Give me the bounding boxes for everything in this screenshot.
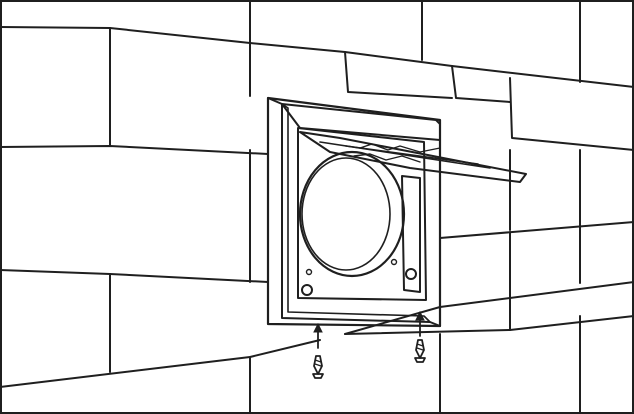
screw-assembly-left <box>312 322 324 379</box>
flap-slat <box>345 145 479 165</box>
screw-hole-left <box>301 284 313 296</box>
vent-frame-inner-edge <box>281 103 431 323</box>
vent-frame-depth <box>267 97 441 327</box>
brick-course-line <box>451 65 511 103</box>
screw-head <box>414 357 426 363</box>
brick-course-line <box>344 51 453 99</box>
brick-course-line <box>0 26 111 29</box>
screw-thread <box>416 343 424 351</box>
rivet-icon <box>305 268 313 276</box>
vent-opening <box>297 127 427 301</box>
vent-side-flap <box>401 175 421 293</box>
flap-fold <box>359 143 441 153</box>
arrow-head <box>313 322 323 333</box>
screw-head <box>312 373 324 379</box>
vent-hood <box>266 96 442 328</box>
brick-course-line <box>509 77 634 151</box>
screw-thread <box>314 359 322 367</box>
damper-flap <box>299 131 527 183</box>
duct-collar-inner <box>301 157 391 271</box>
flap-panel <box>299 131 527 183</box>
brick-course-line <box>439 221 634 239</box>
arrow-head <box>415 310 425 321</box>
flap-fold <box>353 153 421 163</box>
brick-course-line <box>0 269 111 275</box>
vent-top-lip <box>281 103 441 141</box>
duct-collar-outer <box>298 150 406 278</box>
brick-course-line <box>109 273 269 283</box>
screw-hole-right <box>405 268 417 280</box>
rivet-icon <box>390 258 398 266</box>
screw-icon <box>415 339 425 359</box>
screw-assembly-right <box>414 310 426 363</box>
screw-icon <box>313 355 323 375</box>
